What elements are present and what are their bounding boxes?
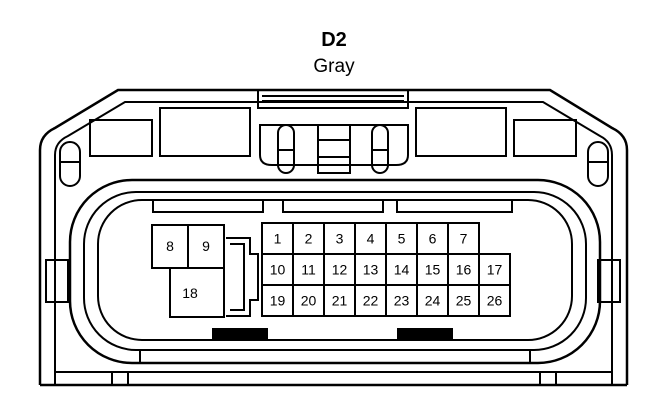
pin-label: 12 bbox=[332, 262, 348, 278]
pin-label: 14 bbox=[394, 262, 410, 278]
pin-label: 18 bbox=[182, 285, 198, 301]
pin-cell bbox=[323, 253, 356, 286]
pin-label: 9 bbox=[202, 238, 210, 254]
pin-cell bbox=[354, 222, 387, 255]
pin-cell bbox=[151, 224, 189, 269]
pin-label: 2 bbox=[305, 231, 313, 247]
window-right-inner bbox=[415, 107, 507, 157]
pin-cell bbox=[478, 253, 511, 286]
pin-cell bbox=[478, 284, 511, 317]
pin-cell bbox=[416, 284, 449, 317]
pin-label: 25 bbox=[456, 293, 472, 309]
window-right-outer bbox=[513, 119, 577, 157]
lock-bracket bbox=[226, 237, 259, 317]
pin-label: 24 bbox=[425, 293, 441, 309]
lock-bracket-inner bbox=[230, 243, 245, 311]
pin-cell bbox=[169, 267, 225, 318]
pin-label: 3 bbox=[336, 231, 344, 247]
pin-label: 4 bbox=[367, 231, 375, 247]
pin-cell bbox=[292, 284, 325, 317]
pin-label: 13 bbox=[363, 262, 379, 278]
pin-label: 11 bbox=[301, 262, 316, 278]
window-left-inner bbox=[159, 107, 251, 157]
pin-label: 21 bbox=[332, 293, 348, 309]
side-peg-right bbox=[587, 141, 609, 187]
pin-label: 10 bbox=[270, 262, 286, 278]
pin-label: 22 bbox=[363, 293, 379, 309]
pin-label: 6 bbox=[429, 231, 437, 247]
pin-label: 17 bbox=[487, 262, 503, 278]
pin-label: 20 bbox=[301, 293, 317, 309]
pin-label: 1 bbox=[274, 231, 282, 247]
aux-pin-block: 8 9 18 bbox=[151, 224, 225, 318]
side-peg-left bbox=[59, 141, 81, 187]
mating-face bbox=[68, 178, 602, 365]
pin-label: 8 bbox=[166, 238, 174, 254]
latch-top bbox=[257, 89, 409, 174]
pin-cell bbox=[261, 253, 294, 286]
pin-label: 16 bbox=[456, 262, 472, 278]
pin-label: 7 bbox=[460, 231, 468, 247]
connector-color-label: Gray bbox=[313, 56, 355, 77]
pin-label: 19 bbox=[270, 293, 286, 309]
pin-label: 15 bbox=[425, 262, 441, 278]
pin-label: 5 bbox=[398, 231, 406, 247]
pin-cell bbox=[447, 222, 480, 255]
pin-label: 23 bbox=[394, 293, 410, 309]
pin-cell bbox=[292, 253, 325, 286]
connector-id-title: D2 bbox=[321, 29, 347, 51]
pin-label: 26 bbox=[487, 293, 503, 309]
window-left-outer bbox=[89, 119, 153, 157]
